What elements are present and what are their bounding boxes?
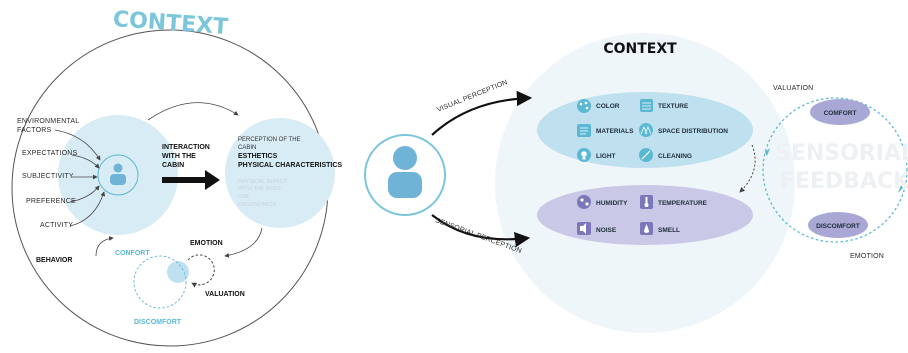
left-person-ring — [97, 154, 139, 196]
curved-arrow-top — [147, 102, 239, 121]
right-context-circle — [495, 33, 795, 333]
factor-environmental: ENVIRONMENTAL — [17, 118, 79, 125]
factor-expectations: EXPECTATIONS — [22, 150, 78, 157]
discomfort-pill — [808, 212, 868, 238]
sensorial-ellipse — [537, 185, 753, 245]
perception-circle — [225, 118, 335, 228]
comfort-label-right: COMFORT — [824, 110, 857, 117]
discomfort-label-left: DISCOMFORT — [134, 319, 182, 326]
feedback-watermark-line1: SENSORIAL — [775, 141, 908, 166]
physical-impact-line1: PHYSICAL IMPACT — [238, 179, 288, 185]
ergonomics-label: ERGONOMICS — [238, 202, 277, 208]
sensorial-feedback-cycle — [762, 97, 908, 243]
perception-line2: CABIN — [238, 145, 256, 151]
physical-characteristics-label: PHYSICAL CHARACTERISTICS — [238, 162, 342, 169]
visual-item-materials-label: MATERIALS — [596, 128, 634, 135]
visual-item-materials: MATERIALS — [577, 124, 634, 137]
sensorial-item-noise-label: NOISE — [596, 227, 617, 234]
sensorial-item-humidity-label: HUMIDITY — [596, 200, 628, 207]
palette-icon — [577, 99, 591, 113]
factor-activity: ACTIVITY — [40, 222, 73, 229]
perception-line1: PERCEPTION OF THE — [238, 137, 301, 143]
interaction-arrow — [162, 170, 220, 190]
sensorial-item-temperature-label: TEMPERATURE — [658, 200, 708, 207]
interaction-line2: WITH THE — [162, 153, 196, 160]
feedback-watermark-line2: FEEDBACK — [780, 169, 908, 194]
visual-item-cleaning-label: CLEANING — [658, 153, 692, 160]
factor-factors: FACTORS — [17, 127, 51, 134]
factor-subjectivity: SUBJECTIVITY — [22, 173, 74, 180]
visual-item-cleaning: CLEANING — [639, 148, 692, 162]
sensorial-perception-arrow — [431, 214, 531, 248]
visual-item-space-distribution-label: SPACE DISTRIBUTION — [658, 128, 728, 135]
right-diagram: CONTEXT VISUAL PERCEPTION SENSORIAL PERC… — [364, 33, 908, 333]
visual-item-space-distribution: SPACE DISTRIBUTION — [639, 123, 728, 137]
texture-icon — [640, 99, 653, 112]
curved-arrow-down — [224, 227, 263, 258]
sensorial-item-temperature: TEMPERATURE — [640, 195, 708, 209]
visual-item-light-label: LIGHT — [596, 153, 616, 160]
visual-item-color: COLOR — [577, 99, 620, 113]
humidity-icon — [577, 195, 591, 209]
interaction-line3: CABIN — [162, 162, 184, 169]
visual-perception-arrow — [431, 90, 533, 136]
visual-item-color-label: COLOR — [596, 103, 620, 110]
sensorial-item-humidity: HUMIDITY — [577, 195, 628, 209]
behavior-label: BEHAVIOR — [36, 257, 72, 264]
factor-preference: PREFERENCE — [26, 198, 76, 205]
valuation-label-left: VALUATION — [205, 291, 245, 298]
valuation-label-right: VALUATION — [773, 85, 813, 92]
comfort-pill — [810, 99, 870, 125]
materials-icon — [577, 124, 591, 137]
right-user-icon — [388, 146, 422, 198]
visual-item-light: LIGHT — [577, 148, 616, 162]
discomfort-label-right: DISCOMFORT — [816, 223, 860, 230]
right-context-title: CONTEXT — [603, 41, 677, 57]
factor-arrows — [54, 129, 106, 227]
visual-to-sensorial-arrow — [739, 144, 756, 193]
use-label: USE — [238, 194, 250, 200]
esthetics-label: ESTHETICS — [238, 153, 278, 160]
confort-label: CONFORT — [115, 250, 150, 257]
valuation-cycle — [187, 254, 215, 288]
sensorial-item-smell: SMELL — [640, 222, 680, 235]
interaction-line1: INTERACTION — [162, 144, 210, 151]
sensorial-item-noise: NOISE — [577, 222, 617, 235]
space-distribution-icon — [639, 123, 653, 137]
emotion-label-right: EMOTION — [850, 253, 884, 260]
left-user-icon — [110, 163, 126, 185]
physical-impact-line2: WITH THE BODY — [238, 186, 282, 192]
emotion-core-circle — [167, 261, 189, 283]
left-diagram: CONTEXT ENVIRONMENTAL FACTORS EXPECTATIO… — [11, 7, 342, 347]
visual-item-texture-label: TEXTURE — [658, 103, 689, 110]
emotion-label: EMOTION — [190, 240, 223, 247]
comfort-cycle — [133, 255, 187, 309]
behavior-arrow — [95, 236, 114, 257]
visual-item-texture: TEXTURE — [640, 99, 689, 112]
sensorial-item-smell-label: SMELL — [658, 227, 680, 234]
